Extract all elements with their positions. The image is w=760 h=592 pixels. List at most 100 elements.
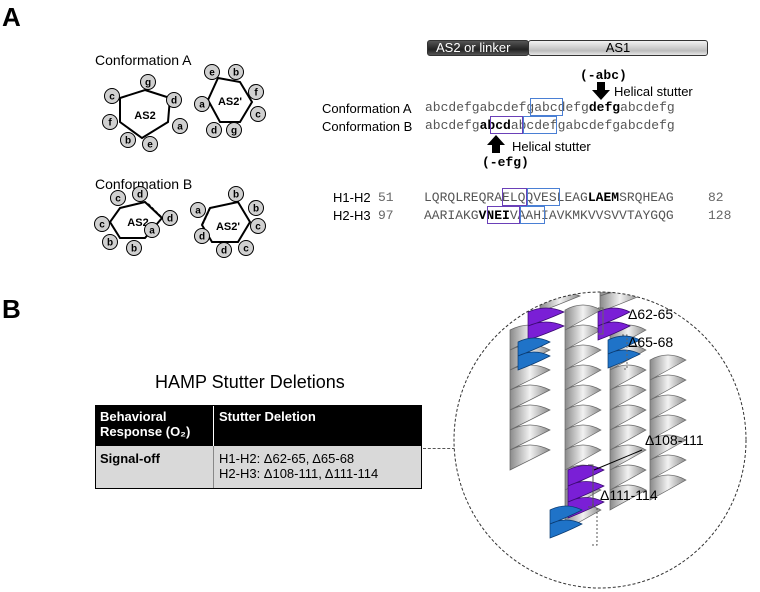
row-col2: H1-H2: Δ62-65, Δ65-68 H2-H3: Δ108-111, Δ… [214, 446, 421, 488]
wheel-b-right: AS2' [200, 200, 252, 243]
wheel-residue-letter: b [107, 238, 113, 249]
h2h3-bold: VNEI [478, 208, 510, 223]
domain-bar-as2-label: AS2 or linker [436, 40, 511, 55]
wheel-residue-circle [248, 84, 264, 100]
wheel-residue-circle [250, 106, 266, 122]
seq-h1h2-name: H1-H2 [333, 190, 371, 205]
wheel-a-left-label: AS2 [134, 110, 155, 122]
wheel-residue-circle [140, 74, 156, 90]
wheel-residue-letter: b [253, 204, 259, 215]
wheel-residue-letter: b [233, 68, 239, 79]
h2h3-pre: AARIAKG [424, 208, 479, 223]
wheel-residue-circle [104, 88, 120, 104]
wheel-residue-letter: g [231, 126, 237, 137]
wheel-residue-letter: b [131, 244, 137, 255]
wheel-residue-letter: c [109, 92, 115, 103]
wheel-residue-letter: a [177, 122, 183, 133]
wheel-residue-letter: d [137, 190, 143, 201]
wheel-residue-letter: d [167, 214, 173, 225]
arrow-down-icon [592, 82, 610, 100]
wheel-a-right-label: AS2' [218, 96, 242, 108]
h2h3-blue-box [520, 206, 545, 224]
h1h2-pre: LQRQLREQRAE [424, 190, 510, 205]
h2h3-box-blue: IAV [541, 208, 565, 223]
panel-label-b: B [2, 294, 21, 324]
stutter-table: Behavioral Response (O₂) Stutter Deletio… [95, 405, 422, 489]
stutter-box-blue-b [523, 116, 557, 134]
h2h3-box-purple: VAAH [509, 208, 542, 223]
wheel-residue-letter: e [209, 68, 215, 79]
row-b-box: abcd [510, 118, 543, 133]
seq-h1h2: LQRQLREQRAELQQVESLEAGLAEMSRQHEAG [424, 190, 674, 205]
wheel-residue-letter: c [255, 222, 261, 233]
stutter-label-top: Helical stutter [614, 84, 693, 99]
stutter-efg-label: (-efg) [482, 155, 529, 170]
wheel-residue-letter: g [145, 78, 151, 89]
domain-bar-as1: AS1 [528, 40, 708, 56]
wheel-residue-letter: f [108, 118, 112, 129]
seq-h2h3-name: H2-H3 [333, 208, 371, 223]
panel-label-a: A [2, 2, 21, 32]
stutter-label-bottom: Helical stutter [512, 139, 591, 154]
stutter-abc-label: (-abc) [580, 68, 627, 83]
wheel-a-right: AS2' [206, 76, 254, 123]
wheel-a-left: AS2 [119, 88, 172, 140]
header-col1-line1: Behavioral [100, 409, 167, 424]
row-a-mid: efg [565, 100, 589, 115]
seq-h1h2-end: 82 [708, 190, 724, 205]
heptad-row-b: abcdefgabcdabcdefgabcdefgabcdefg [425, 118, 675, 133]
h1h2-purple-box [502, 188, 527, 206]
row-a-post: abcdefg [620, 100, 675, 115]
h2h3-purple-box [487, 206, 520, 224]
seq-h1h2-start: 51 [378, 190, 394, 205]
row-a-pre: abcdefgabcdefg [425, 100, 535, 115]
row-b-pre: abcdefg [425, 118, 480, 133]
wheel-residue-circle [226, 122, 242, 138]
wheel-residue-letter: d [211, 126, 217, 137]
wheel-residue-letter: b [125, 136, 131, 147]
row-line1: H1-H2: Δ62-65, Δ65-68 [219, 451, 355, 466]
header-col2: Stutter Deletion [219, 409, 316, 424]
h1h2-blue-box [527, 188, 560, 206]
wheel-residue-letter: c [255, 110, 261, 121]
h1h2-post: SRQHEAG [619, 190, 674, 205]
wheel-residue-circle [144, 222, 160, 238]
wheel-residue-letter: a [195, 206, 201, 217]
table-header: Behavioral Response (O₂) Stutter Deletio… [96, 406, 421, 446]
wheel-residue-circle [194, 228, 210, 244]
label-delta-108-111: Δ108-111 [645, 432, 704, 448]
wheel-residue-circle [228, 64, 244, 80]
wheel-residue-letter: b [233, 190, 239, 201]
wheel-residue-letter: f [254, 88, 258, 99]
row-col1: Signal-off [96, 446, 214, 488]
wheel-residue-letter: c [115, 194, 121, 205]
wheel-residue-circle [94, 216, 110, 232]
wheel-b-left: AS2 [108, 200, 164, 239]
connector-line [423, 448, 455, 449]
row-b-label: Conformation B [322, 119, 413, 134]
wheel-residue-circle [204, 64, 220, 80]
hamp-structure-image [453, 291, 747, 589]
row-a-label: Conformation A [322, 101, 412, 116]
wheel-residue-circle [216, 242, 232, 258]
wheel-residue-circle [102, 234, 118, 250]
wheel-residue-circle [238, 240, 254, 256]
wheel-residue-circle [142, 136, 158, 152]
h1h2-mid: EAG [564, 190, 588, 205]
heptad-row-a: abcdefgabcdefgabcdefgdefgabcdefg [425, 100, 675, 115]
wheel-residue-letter: a [199, 100, 205, 111]
stutter-box-purple-b [490, 116, 523, 134]
domain-bar-as2: AS2 or linker [427, 40, 529, 56]
row-line2: H2-H3: Δ108-111, Δ111-114 [219, 466, 379, 481]
header-col1-line2: Response (O₂) [100, 424, 191, 439]
wheel-residue-circle [162, 210, 178, 226]
conformation-b-title: Conformation B [95, 176, 193, 192]
stutter-box-blue-a [530, 98, 563, 116]
seq-h2h3-start: 97 [378, 208, 394, 223]
wheel-residue-circle [172, 118, 188, 134]
seq-h2h3: AARIAKGVNEIVAAHIAVKMKVVSVVTAYGQG [424, 208, 674, 223]
row-a-box: abcd [534, 100, 566, 115]
seq-h2h3-end: 128 [708, 208, 732, 223]
label-delta-65-68: Δ65-68 [628, 334, 674, 350]
